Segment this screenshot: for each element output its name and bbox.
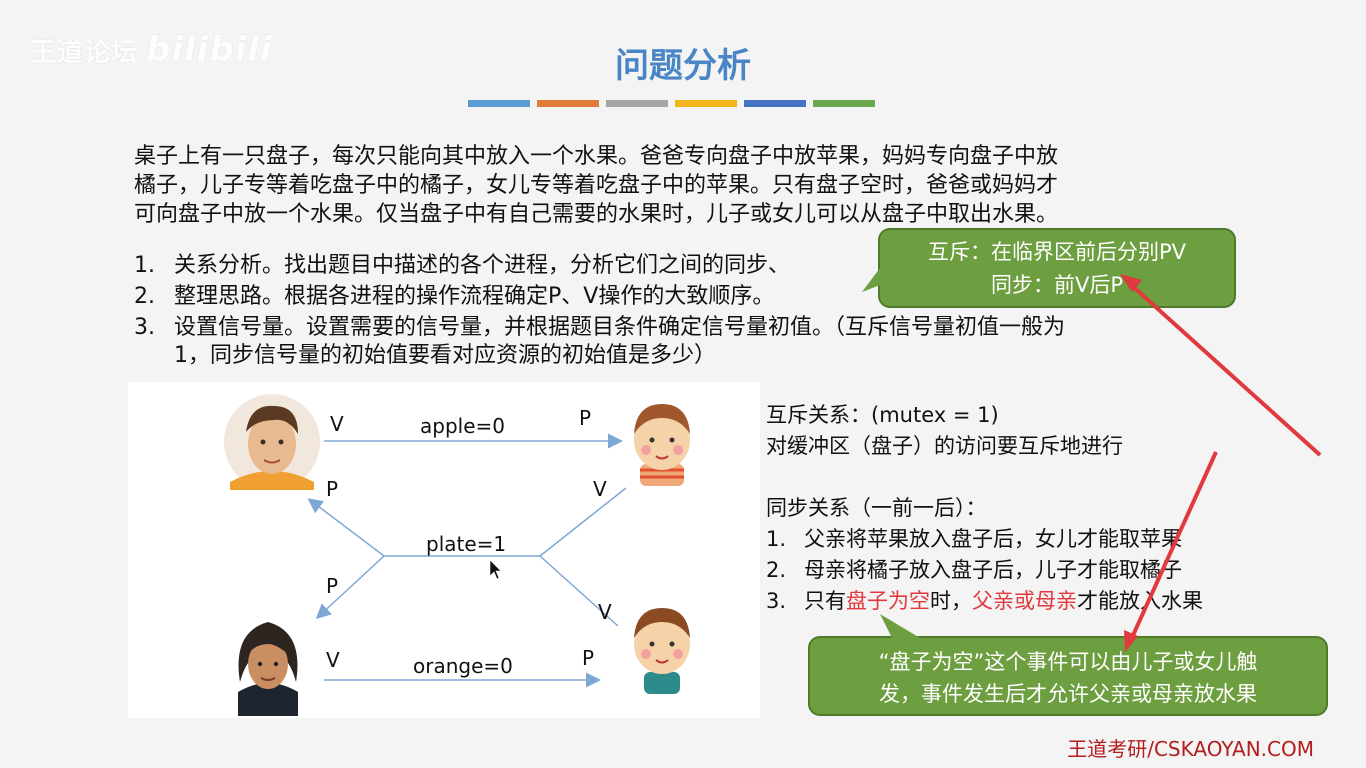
footer-brand: 王道考研/CSKAOYAN.COM: [1067, 733, 1314, 762]
red-arrow: [1128, 282, 1320, 455]
callout-tail: [880, 614, 920, 638]
red-arrow: [1130, 452, 1216, 642]
callout-tail: [862, 268, 888, 292]
